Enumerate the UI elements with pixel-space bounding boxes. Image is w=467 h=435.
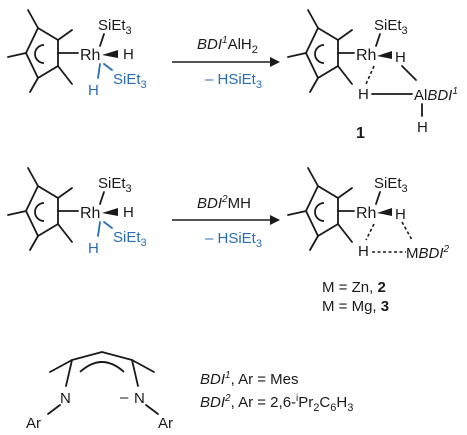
- reagent-label: BDI2MH: [197, 194, 251, 212]
- nitrogen-right-label: N: [134, 390, 145, 407]
- compound-label-zn: M = Zn, 2: [322, 279, 386, 296]
- silyl-top-label: SiEt3: [374, 175, 408, 195]
- byproduct-label: – HSiEt3: [205, 230, 262, 250]
- nitrogen-left-label: N: [60, 390, 71, 407]
- byproduct-label: – HSiEt3: [205, 71, 262, 91]
- terminal-hydride-label: H: [417, 119, 428, 136]
- silyl-top-label: SiEt3: [98, 175, 132, 195]
- bdi1-definition: BDI1, Ar = Mes: [200, 370, 299, 388]
- metal-label: Rh: [356, 205, 376, 222]
- reaction2-product: Rh SiEt3 H H MBDI2 M = Zn, 2 M = Mg, 3: [287, 167, 450, 315]
- compound-number: 1: [356, 125, 365, 142]
- aluminum-label: AlBDI1: [414, 86, 458, 104]
- reaction2-reactant: Rh SiEt3 H H SiEt3: [7, 167, 147, 257]
- hydride-label: H: [123, 46, 134, 63]
- reaction1-arrow: BDI1AlH2 – HSiEt3: [172, 35, 280, 91]
- blue-hydride-label: H: [88, 240, 99, 257]
- metal-label: Rh: [80, 47, 100, 64]
- bdi2-definition: BDI2, Ar = 2,6-iPr2C6H3: [200, 393, 353, 414]
- metal-label: Rh: [80, 205, 100, 222]
- bridging-hydride-label: H: [358, 243, 369, 260]
- silyl-top-label: SiEt3: [98, 17, 132, 37]
- charge-label: –: [120, 389, 129, 406]
- reagent-label: BDI1AlH2: [197, 35, 258, 56]
- reaction2-arrow: BDI2MH – HSiEt3: [172, 194, 280, 250]
- reaction1-product: Rh SiEt3 H H AlBDI1 H 1: [287, 9, 458, 142]
- compound-label-mg: M = Mg, 3: [322, 298, 389, 315]
- aryl-right-label: Ar: [158, 415, 173, 432]
- bdi-definitions: BDI1, Ar = Mes BDI2, Ar = 2,6-iPr2C6H3: [200, 370, 353, 414]
- blue-silyl-label: SiEt3: [113, 229, 147, 249]
- metal-label: Rh: [356, 47, 376, 64]
- hydride-label: H: [123, 204, 134, 221]
- cp-star-ring: [7, 9, 79, 93]
- reaction1-reactant: Rh SiEt3 H H SiEt3: [7, 9, 147, 99]
- bridging-hydride-label: H: [358, 86, 369, 103]
- silyl-top-label: SiEt3: [374, 17, 408, 37]
- hydride-label: H: [395, 206, 406, 223]
- bdi-ligand-structure: N N – Ar Ar: [26, 351, 173, 432]
- hydride-label: H: [395, 49, 406, 66]
- blue-silyl-label: SiEt3: [113, 71, 147, 91]
- metal-m-label: MBDI2: [406, 244, 450, 262]
- aryl-left-label: Ar: [26, 415, 41, 432]
- blue-hydride-label: H: [88, 82, 99, 99]
